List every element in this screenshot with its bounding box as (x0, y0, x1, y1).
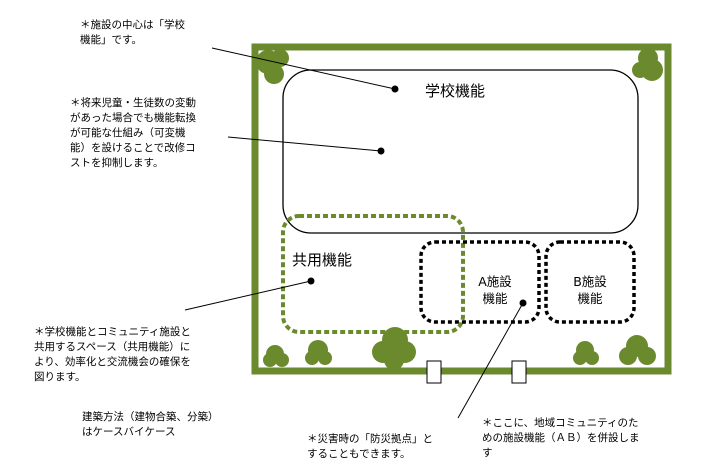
note-school-center: ＊施設の中心は「学校 機能」です。 (80, 19, 185, 46)
tree-bottom-5 (619, 335, 656, 365)
note-community: ＊ここに、地域コミュニティのた めの施設機能（ＡＢ）を併設しま す (482, 417, 640, 459)
tree-bottom-3 (372, 327, 416, 370)
note-flexibility: ＊将来児童・生徒数の変動 があった場合でも機能転換 が可能な仕組み（可変機 能）… (70, 97, 196, 169)
gate-right (511, 360, 527, 384)
tree-bottom-2 (305, 340, 332, 365)
zone-facility-a-label: A施設 機能 (478, 274, 512, 306)
gate-left (426, 360, 442, 384)
zone-school-outline (282, 69, 639, 234)
zone-school-label: 学校機能 (424, 82, 485, 100)
tree-bottom-1 (263, 345, 289, 367)
tree-bottom-4 (573, 341, 599, 365)
zone-shared-outline (281, 214, 465, 334)
zone-facility-b-outline (544, 240, 636, 324)
leader-lines (184, 47, 527, 419)
note-construction: 建築方法（建物合築、分築） はケースバイケース (82, 411, 219, 438)
tree-top-right (632, 48, 663, 81)
site-boundary (251, 43, 672, 375)
tree-top-left (256, 49, 289, 84)
note-shared-use: ＊学校機能とコミュニティ施設と 共用するスペース（共用機能）に より、効率化と交… (34, 326, 191, 383)
zone-facility-b-label: B施設 機能 (573, 274, 607, 306)
zone-facility-a-outline (419, 240, 541, 324)
note-disaster: ＊災害時の「防災拠点」と することもできます。 (307, 433, 433, 460)
zone-shared-label: 共用機能 (292, 251, 353, 269)
